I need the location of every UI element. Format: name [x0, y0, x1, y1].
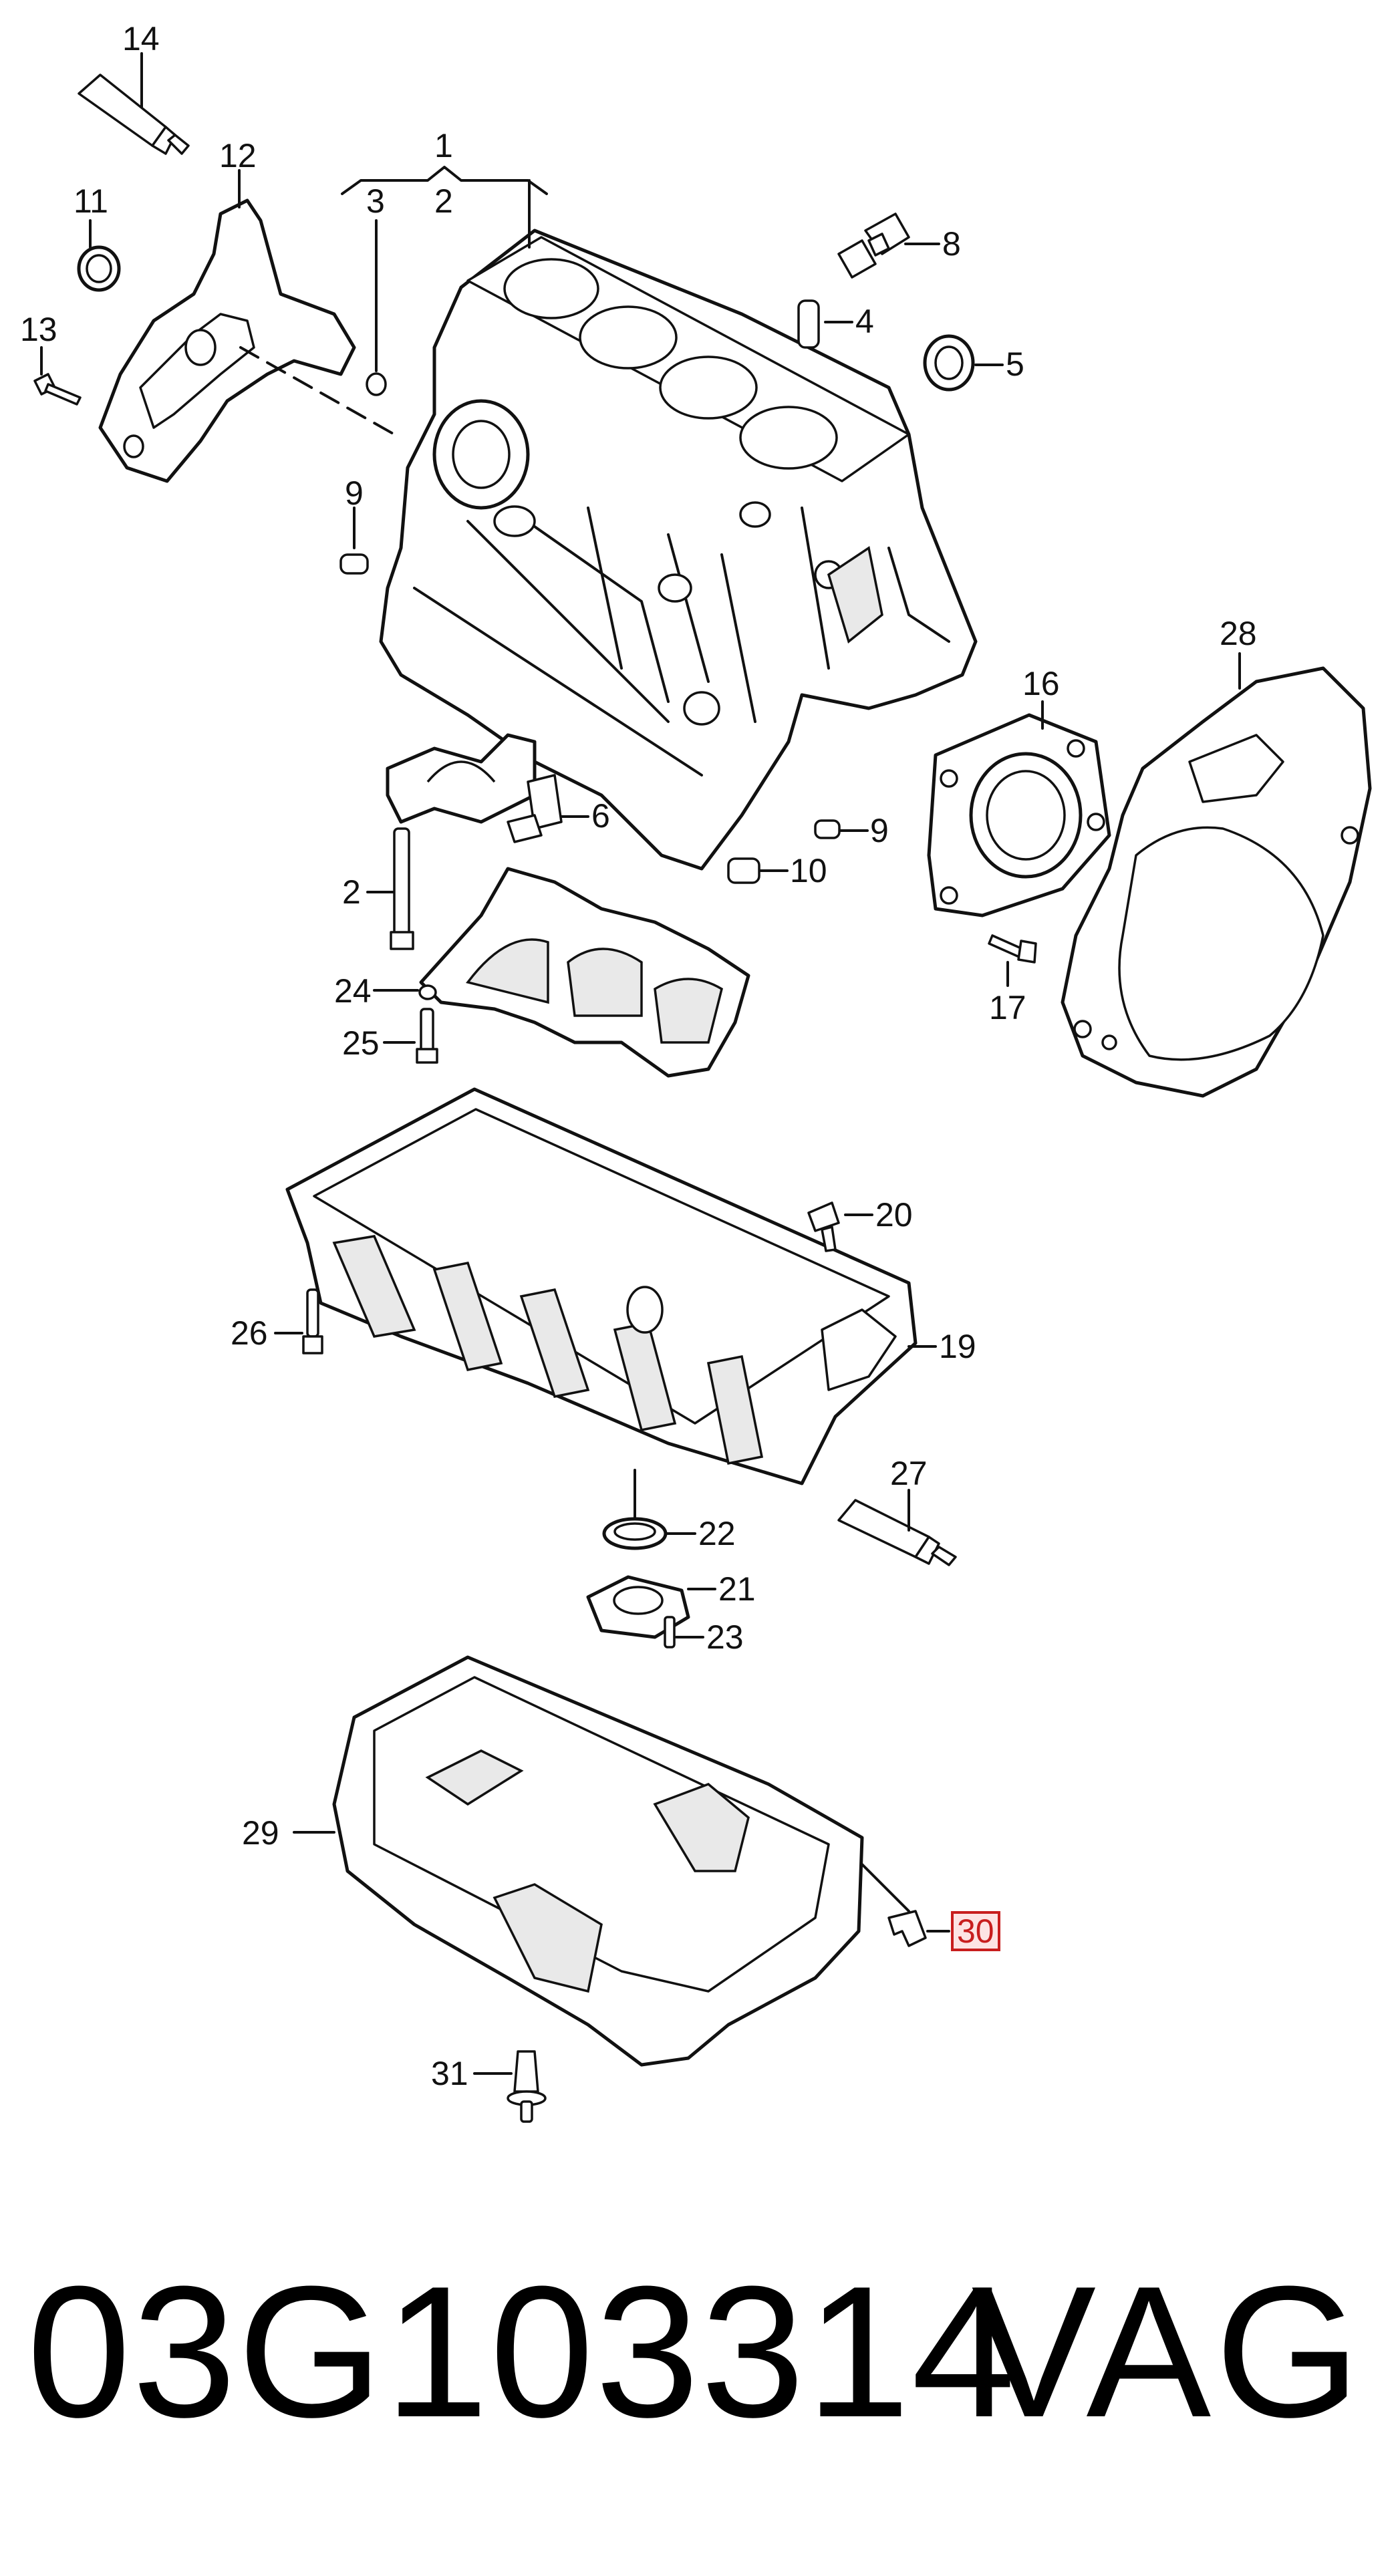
clip-part-30: [861, 1863, 950, 1947]
bolt-part-25: [383, 1008, 438, 1064]
seal-flange-part-16: [927, 700, 1111, 917]
callout-29: 29: [242, 1814, 279, 1852]
baffle-plate-part-24: [373, 867, 750, 1078]
sealant-tube-part-27: [837, 1489, 957, 1566]
callout-14: 14: [122, 20, 160, 57]
part-number: 03G103314: [27, 2248, 1017, 2456]
callout-25: 25: [342, 1024, 380, 1062]
sleeve-part-10: [727, 857, 789, 884]
seal-ring-part-11: [77, 219, 121, 292]
callout-5: 5: [1006, 345, 1024, 383]
callout-16: 16: [1022, 665, 1060, 702]
callout-24: 24: [334, 972, 372, 1010]
plug-part-3: [239, 219, 396, 436]
bolt-part-13: [33, 346, 82, 406]
brand-name: VAG: [971, 2248, 1365, 2456]
part-footer: 03G103314 VAG: [0, 2232, 1398, 2472]
callout-1: 1: [434, 127, 453, 164]
pin-part-9-left: [339, 507, 369, 575]
callout-22: 22: [698, 1515, 736, 1552]
pin-part-9-right: [814, 819, 869, 839]
callout-12: 12: [219, 137, 257, 174]
bearing-cap-part-2: [366, 733, 537, 950]
plastic-rivet-part-31: [473, 2050, 547, 2123]
oil-pan-upper-part-19: [285, 1087, 937, 1485]
callout-6: 6: [591, 797, 610, 835]
bolt-part-20: [807, 1201, 873, 1252]
callout-2-top: 2: [434, 182, 453, 220]
oil-pan-lower-part-29: [293, 1655, 864, 2067]
callout-4: 4: [855, 303, 874, 340]
dowel-pin-part-4: [797, 299, 853, 349]
callout-11: 11: [74, 182, 108, 220]
bolt-part-23: [664, 1616, 704, 1649]
oil-level-flange-part-21: [586, 1575, 716, 1639]
sealant-tube-part-14: [78, 52, 190, 155]
seal-ring-part-22: [602, 1469, 696, 1550]
callout-23: 23: [706, 1618, 744, 1656]
callout-19: 19: [939, 1328, 976, 1365]
highlight-box-30: [951, 1911, 1000, 1951]
callout-20: 20: [875, 1196, 913, 1234]
callout-13: 13: [20, 311, 57, 348]
gasket-plate-part-28: [1061, 652, 1372, 1098]
callout-27: 27: [890, 1455, 928, 1492]
seal-cap-part-5: [923, 334, 1004, 392]
callout-10: 10: [790, 852, 827, 889]
bolt-part-17: [988, 934, 1037, 987]
bolt-part-26: [274, 1288, 323, 1354]
callout-21: 21: [718, 1570, 756, 1608]
callout-2: 2: [342, 873, 361, 911]
callout-28: 28: [1220, 615, 1257, 652]
callout-3: 3: [366, 182, 385, 220]
callout-9-left: 9: [345, 474, 364, 512]
callout-26: 26: [231, 1314, 268, 1352]
cylinder-block-part-1: [341, 166, 978, 871]
oil-spray-jet-part-6: [507, 774, 589, 843]
union-bolt-part-8: [837, 212, 940, 279]
bracket-part-12: [98, 169, 356, 483]
callout-8: 8: [942, 225, 961, 263]
callout-30: 30: [957, 1912, 994, 1950]
callout-31: 31: [431, 2055, 468, 2092]
callout-9-right: 9: [870, 812, 889, 849]
callout-17: 17: [989, 989, 1026, 1026]
